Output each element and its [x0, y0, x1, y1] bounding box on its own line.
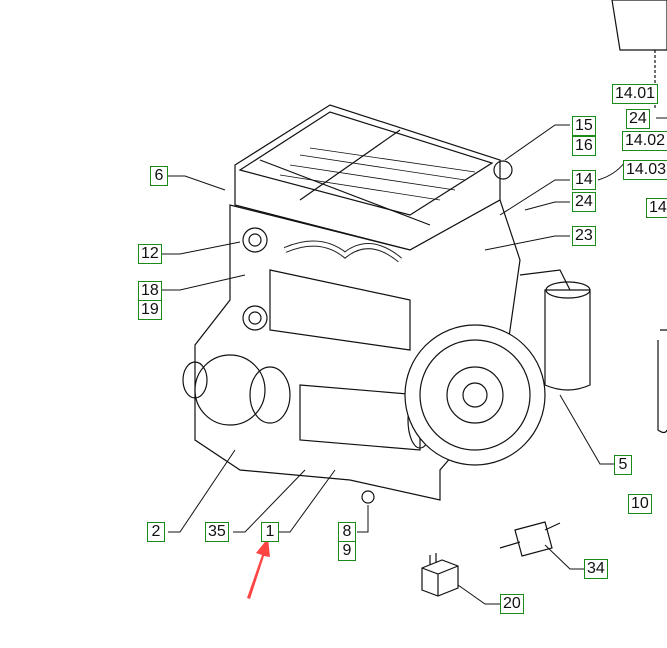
callout-35[interactable]: 35 — [205, 522, 229, 542]
callout-10[interactable]: 10 — [628, 494, 652, 514]
callout-12[interactable]: 12 — [138, 244, 162, 264]
callout-1[interactable]: 1 — [261, 522, 279, 542]
red-arrow — [247, 538, 270, 599]
callout-14-02[interactable]: 14.02 — [622, 131, 667, 151]
callout-16[interactable]: 16 — [572, 136, 596, 156]
callout-5[interactable]: 5 — [614, 455, 632, 475]
callout-14-right[interactable]: 14 — [646, 198, 667, 218]
callout-20[interactable]: 20 — [500, 594, 524, 614]
callout-19[interactable]: 19 — [138, 300, 162, 320]
callout-15[interactable]: 15 — [572, 116, 596, 136]
callout-34[interactable]: 34 — [584, 559, 608, 579]
callout-24-top[interactable]: 24 — [626, 109, 650, 129]
callout-14[interactable]: 14 — [572, 170, 596, 190]
callout-18[interactable]: 18 — [138, 281, 162, 301]
callout-2[interactable]: 2 — [147, 522, 165, 542]
callout-9[interactable]: 9 — [338, 541, 356, 561]
callout-6[interactable]: 6 — [150, 166, 168, 186]
callout-23[interactable]: 23 — [572, 226, 596, 246]
callout-14-03[interactable]: 14.03 — [623, 160, 667, 180]
callout-14-01[interactable]: 14.01 — [612, 84, 659, 104]
callout-24[interactable]: 24 — [572, 192, 596, 212]
callout-8[interactable]: 8 — [338, 522, 356, 542]
